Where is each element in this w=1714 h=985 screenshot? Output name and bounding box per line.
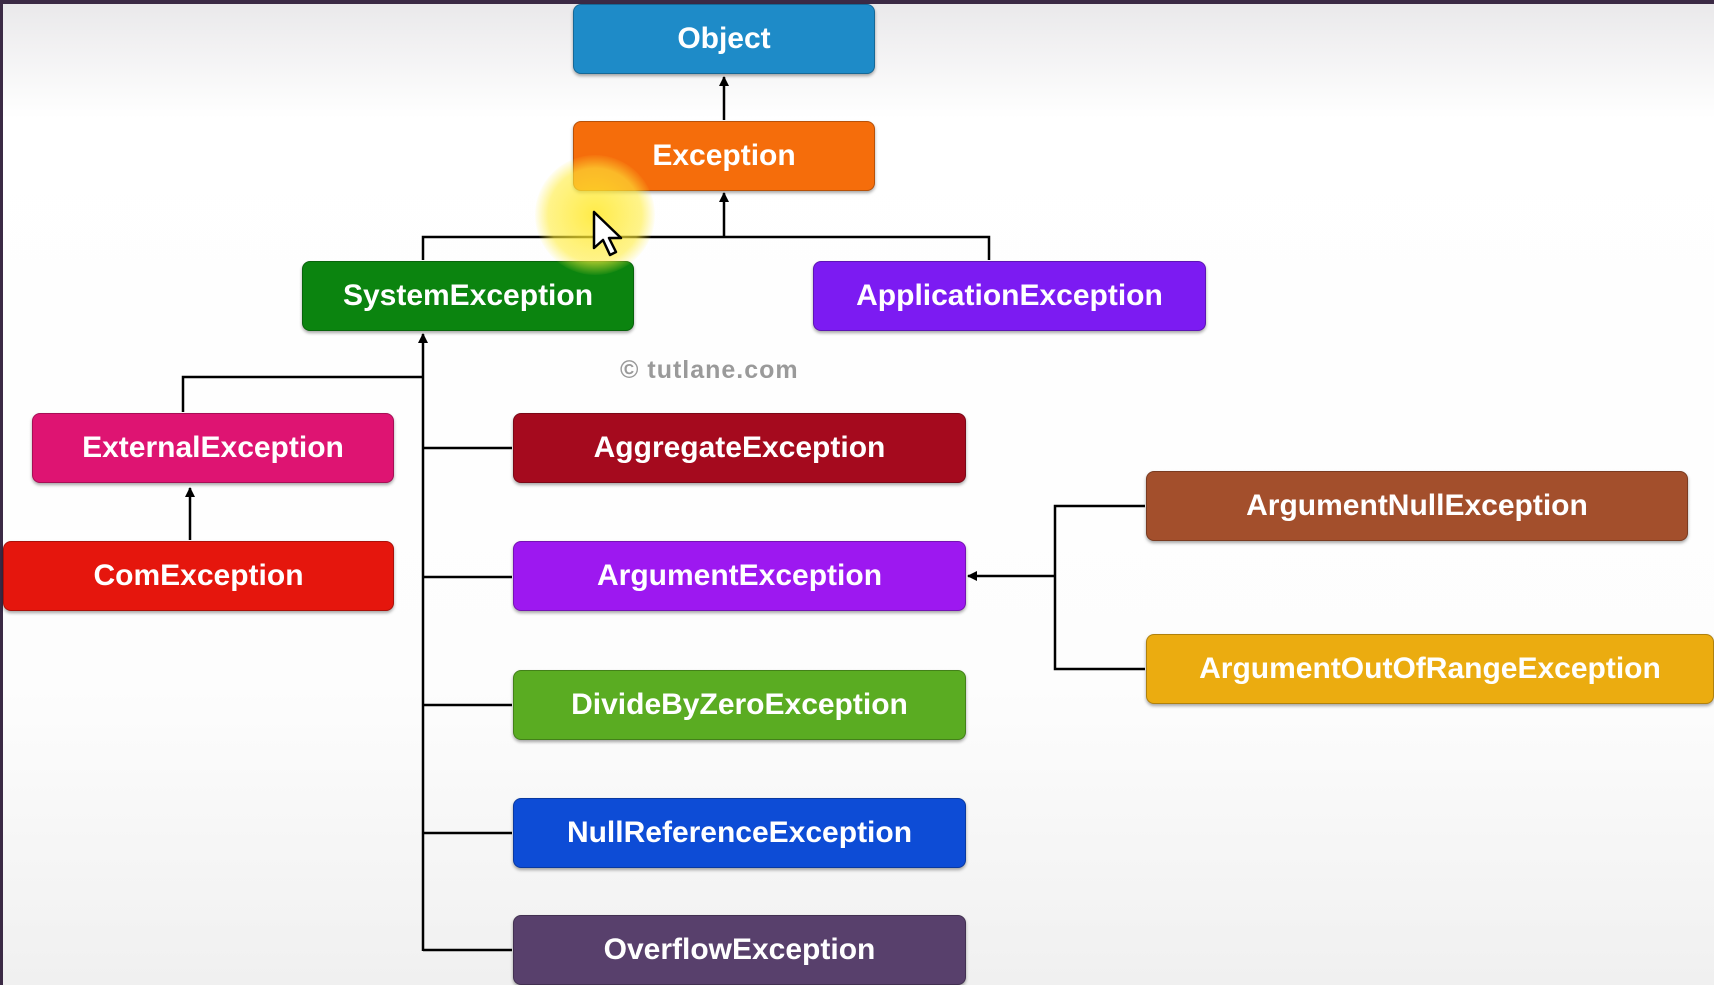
- node-com-exception: ComException: [3, 541, 394, 611]
- edge-externalexception: [181, 375, 423, 412]
- window-top-border: [0, 0, 1714, 4]
- node-argument-null-exception: ArgumentNullException: [1146, 471, 1688, 541]
- node-object: Object: [573, 4, 875, 74]
- node-argument-exception: ArgumentException: [513, 541, 966, 611]
- edge-system-application-bus: [421, 235, 991, 260]
- node-null-reference-exception: NullReferenceException: [513, 798, 966, 868]
- node-argument-out-of-range-exception: ArgumentOutOfRangeException: [1146, 634, 1714, 704]
- node-divide-by-zero-exception: DivideByZeroException: [513, 670, 966, 740]
- edge-argument-subclasses: [1053, 504, 1145, 671]
- window-left-border: [0, 0, 3, 985]
- mouse-pointer-icon: [592, 210, 623, 257]
- node-aggregate-exception: AggregateException: [513, 413, 966, 483]
- node-external-exception: ExternalException: [32, 413, 394, 483]
- node-overflow-exception: OverflowException: [513, 915, 966, 985]
- watermark: © tutlane.com: [620, 355, 799, 384]
- node-application-exception: ApplicationException: [813, 261, 1206, 331]
